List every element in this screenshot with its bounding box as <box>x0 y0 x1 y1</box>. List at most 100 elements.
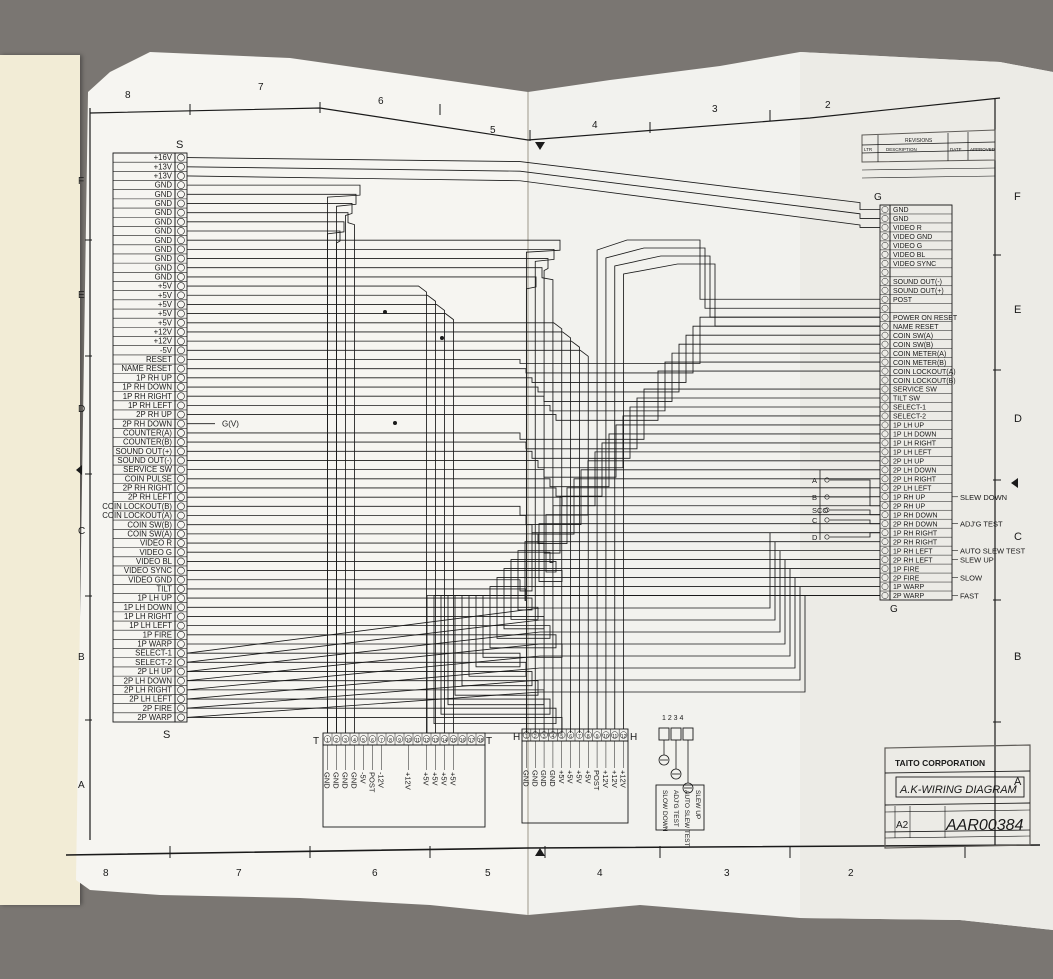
connector-h-pin-number: 9 <box>596 734 599 740</box>
connector-s-pin <box>177 520 185 529</box>
wire-switch-to-g <box>830 496 880 507</box>
connector-t-pin-number: 14 <box>442 738 448 744</box>
connector-g-pin <box>881 340 889 348</box>
connector-h-pin-number: 6 <box>569 734 572 740</box>
connector-s-pin <box>177 172 185 180</box>
zone-label-bottom: 4 <box>597 868 603 879</box>
connector-h-pin-number: 7 <box>578 734 581 740</box>
connector-t-pin-number: 10 <box>406 738 412 744</box>
connector-h-pin-number: 12 <box>621 734 627 740</box>
title-block-frame <box>884 744 1031 849</box>
connector-g-pin-label: 1P RH UP <box>893 494 925 501</box>
connector-t-pin-number: 6 <box>371 738 374 744</box>
side-note-label: SLOW <box>960 574 983 583</box>
connector-s-pin-label: SELECT-2 <box>135 658 172 667</box>
wire-s-to-power <box>187 322 563 733</box>
zone-label-top: 5 <box>490 125 496 136</box>
connector-s-pin <box>177 383 185 391</box>
wire-s-to-power <box>187 267 554 733</box>
revision-column-label: DESCRIPTION <box>886 147 917 152</box>
connector-h-signal: GND <box>548 770 557 787</box>
zone-label-bottom: 6 <box>372 868 378 879</box>
connector-g-pin-label: TILT SW <box>893 396 920 403</box>
wire-switch-to-g <box>830 519 880 525</box>
connector-g-pin-label: 2P RH UP <box>893 503 925 510</box>
connector-s-pin <box>177 511 185 520</box>
connector-g-pin-label: 1P WARP <box>893 584 924 591</box>
wire-bottom-run <box>186 568 791 691</box>
connector-s-pin <box>177 162 185 171</box>
connector-g-pin <box>881 484 889 492</box>
connector-t-pin-number: 2 <box>335 738 338 744</box>
connector-s-pin-label: COUNTER(A) <box>123 428 172 437</box>
connector-g-pin-label: VIDEO BL <box>893 252 925 259</box>
connector-s-pin <box>177 419 185 428</box>
wire-h-to-g <box>614 255 880 729</box>
connector-s-letter-bottom: S <box>163 729 170 741</box>
connector-g-pin <box>881 295 889 303</box>
wire-s-to-g <box>187 595 880 734</box>
wire-s-to-g <box>187 433 880 488</box>
connector-s-pin <box>177 640 185 648</box>
connector-s-pin-label: SOUND OUT(+) <box>115 447 172 456</box>
connector-h-signal: +12V <box>610 770 619 788</box>
connector-t-pin <box>341 735 350 743</box>
wire-junction <box>383 310 387 314</box>
title-block-rule <box>884 809 1031 813</box>
side-arrow-right <box>1011 478 1018 488</box>
wire-s-to-g <box>187 469 880 526</box>
connector-g-pin-label: 1P FIRE <box>893 566 920 573</box>
connector-h-letter-right: H <box>630 732 637 743</box>
title-block-rule <box>884 770 1031 774</box>
wire-s-to-g <box>187 559 880 620</box>
connector-s-pin-label: GND <box>155 236 173 245</box>
connector-t-pin <box>395 735 404 743</box>
connector-g-pin-label: COIN LOCKOUT(B) <box>893 378 956 385</box>
connector-g-pin <box>881 493 889 501</box>
connector-s-pin-label: 1P RH RIGHT <box>123 392 172 401</box>
connector-g-pin <box>881 259 889 267</box>
connector-s-pin <box>177 181 185 189</box>
connector-s-pin-label: NAME RESET <box>121 364 172 373</box>
connector-h-pin <box>619 731 628 739</box>
connector-s-pin-label: 2P RH LEFT <box>128 493 172 502</box>
connector-t-signal: POST <box>368 772 377 793</box>
wire-s-to-g <box>186 175 880 228</box>
connector-h-pin <box>531 731 539 739</box>
connector-g-pin <box>881 565 889 572</box>
wire-s-to-g <box>187 487 880 544</box>
connector-h-pin-number: 4 <box>552 734 555 740</box>
connector-h-signal: +5V <box>566 770 575 784</box>
connector-s-pin-label: 2P WARP <box>137 713 172 722</box>
connector-g-pin <box>881 358 889 366</box>
connector-s-pin-label: VIDEO BL <box>136 557 173 566</box>
connector-t-pin <box>422 735 431 743</box>
connector-s-pin <box>177 410 185 419</box>
connector-g-letter-bottom: G <box>890 604 898 615</box>
connector-g-pin <box>881 304 889 312</box>
connector-g-pin <box>881 313 889 321</box>
connector-g-pin-label: POST <box>893 297 913 304</box>
connector-h-pin-number: 2 <box>534 734 537 740</box>
connector-t-pin <box>386 735 395 743</box>
drawing-number: AAR00384 <box>945 817 1023 834</box>
connector-g-pin-label: COIN LOCKOUT(A) <box>893 369 956 376</box>
connector-g-pin-label: COIN SW(B) <box>893 342 933 349</box>
wire-s-to-power <box>187 294 436 733</box>
wire-h-to-g <box>596 239 880 729</box>
wire-s-to-power <box>187 331 572 733</box>
connector-s-pin-label: -5V <box>160 346 173 355</box>
connector-s-pin <box>177 337 185 345</box>
connector-h-pin <box>522 731 531 739</box>
connector-s-pin-label: GND <box>155 181 173 190</box>
revision-row <box>861 141 996 146</box>
connector-t-pin <box>431 735 440 743</box>
switch-contact-label: D <box>812 533 818 542</box>
connector-s-pin-label: +16V <box>154 153 173 162</box>
wire-bottom-run <box>186 586 801 709</box>
connector-t-pin <box>449 735 458 743</box>
switch-contact-label: B <box>812 493 817 502</box>
